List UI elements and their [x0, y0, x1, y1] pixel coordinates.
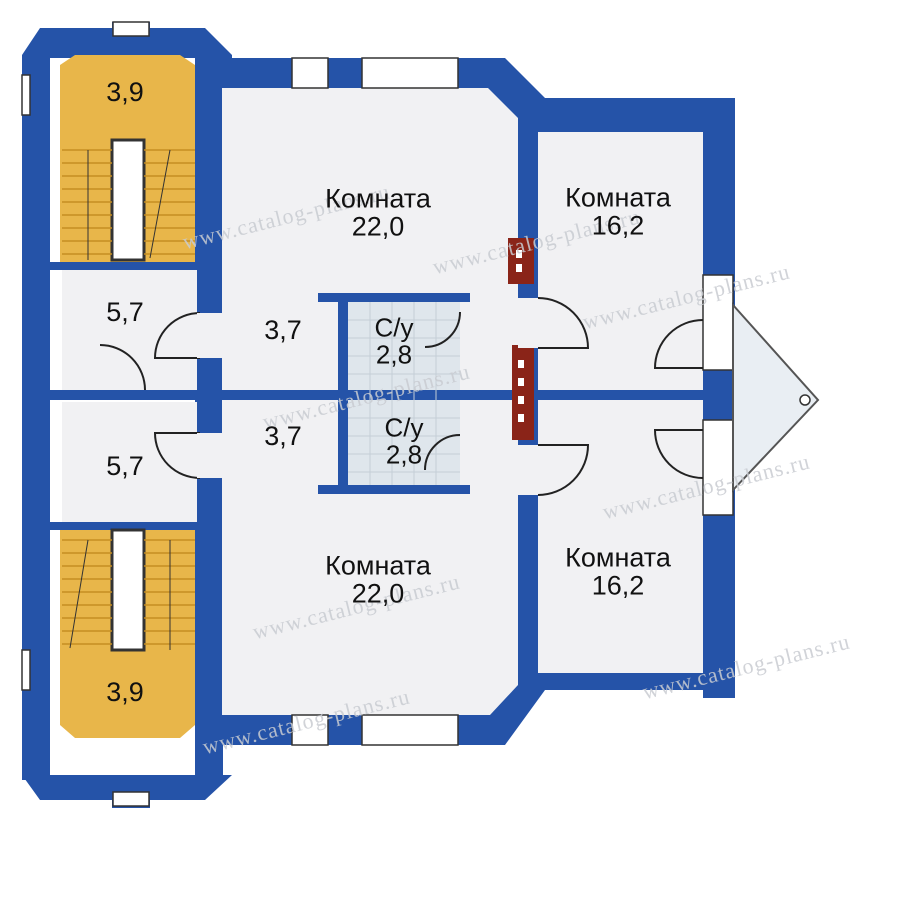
- hall-top-floor: [62, 268, 197, 398]
- stair-bottom-well: [110, 528, 146, 652]
- doors: [99, 297, 704, 496]
- room-label-corr-top: 3,7: [264, 314, 302, 345]
- room-label-right-bottom: Комната 16,2: [565, 542, 671, 601]
- room-area: 3,7: [264, 420, 302, 451]
- window-left-bottom: [21, 649, 31, 691]
- door-hall-top-inner[interactable]: [99, 344, 146, 391]
- room-name: Комната: [325, 550, 431, 581]
- chimney-bottom: [512, 345, 534, 440]
- room-name: С/у: [374, 312, 414, 343]
- room-area: 16,2: [591, 211, 645, 241]
- door-hall-top[interactable]: [153, 312, 201, 359]
- window-left-top: [21, 74, 31, 116]
- room-area: 22,0: [351, 212, 405, 242]
- window-top-2: [361, 57, 459, 89]
- door-bath-bottom[interactable]: [424, 434, 461, 471]
- left-tower-wall: [22, 22, 232, 58]
- room-label-hall-top: 5,7: [106, 296, 144, 327]
- room-label-bath-top: С/у 2,8: [374, 312, 414, 370]
- room-name: Комната: [565, 182, 671, 213]
- room-name: Комната: [565, 542, 671, 573]
- bath-top-floor: [348, 302, 460, 390]
- bath-bottom-floor: [348, 400, 460, 485]
- room-name: Комната: [325, 183, 431, 214]
- room-label-stair-top: 3,9: [106, 76, 144, 107]
- room-area: 3,7: [264, 314, 302, 345]
- room-area: 16,2: [591, 571, 645, 601]
- door-balcony-top[interactable]: [653, 319, 704, 369]
- window-bottom-2: [361, 714, 459, 746]
- window-right-top: [702, 274, 734, 371]
- room-label-center-bottom: Комната 22,0: [325, 550, 431, 609]
- room-label-center-top: Комната 22,0: [325, 183, 431, 242]
- room-area: 3,9: [106, 676, 144, 707]
- bath-wall-left: [338, 293, 348, 493]
- room-area: 2,8: [375, 340, 413, 370]
- bath-wall-bottom: [318, 485, 470, 494]
- bath-wall-top: [318, 293, 470, 302]
- door-hall-bottom[interactable]: [153, 432, 201, 479]
- window-stair-top: [112, 21, 150, 37]
- bay-window: [732, 302, 820, 493]
- stair-top-well: [110, 138, 146, 262]
- room-label-corr-bottom: 3,7: [264, 420, 302, 451]
- window-stair-bottom: [112, 791, 150, 807]
- door-right-top[interactable]: [537, 297, 590, 349]
- room-area: 3,9: [106, 76, 144, 107]
- room-label-right-top: Комната 16,2: [565, 182, 671, 241]
- window-top-1: [291, 57, 329, 89]
- room-area: 22,0: [351, 579, 405, 609]
- room-label-bath-bottom: С/у 2,8: [384, 412, 424, 470]
- room-area: 5,7: [106, 450, 144, 481]
- window-bottom-1: [291, 714, 329, 746]
- partition-left-stair-top: [50, 262, 200, 270]
- bathrooms: [348, 302, 460, 485]
- door-bath-top[interactable]: [424, 311, 461, 348]
- hall-bottom-floor: [62, 402, 197, 527]
- room-name: С/у: [384, 412, 424, 443]
- door-right-bottom[interactable]: [537, 444, 590, 496]
- room-right-top-floor: [538, 132, 703, 394]
- partition-center-right-outer: [703, 98, 735, 698]
- room-area: 5,7: [106, 296, 144, 327]
- chimney-top: [508, 238, 534, 284]
- room-label-hall-bottom: 5,7: [106, 450, 144, 481]
- room-label-stair-bottom: 3,9: [106, 676, 144, 707]
- bay-window-column: [799, 394, 811, 406]
- stairs: [62, 138, 195, 652]
- room-area: 2,8: [385, 440, 423, 470]
- chimney: [508, 238, 534, 440]
- door-balcony-bottom[interactable]: [653, 429, 704, 479]
- partition-left-stair-bottom: [50, 522, 200, 530]
- room-right-bottom-floor: [538, 398, 703, 673]
